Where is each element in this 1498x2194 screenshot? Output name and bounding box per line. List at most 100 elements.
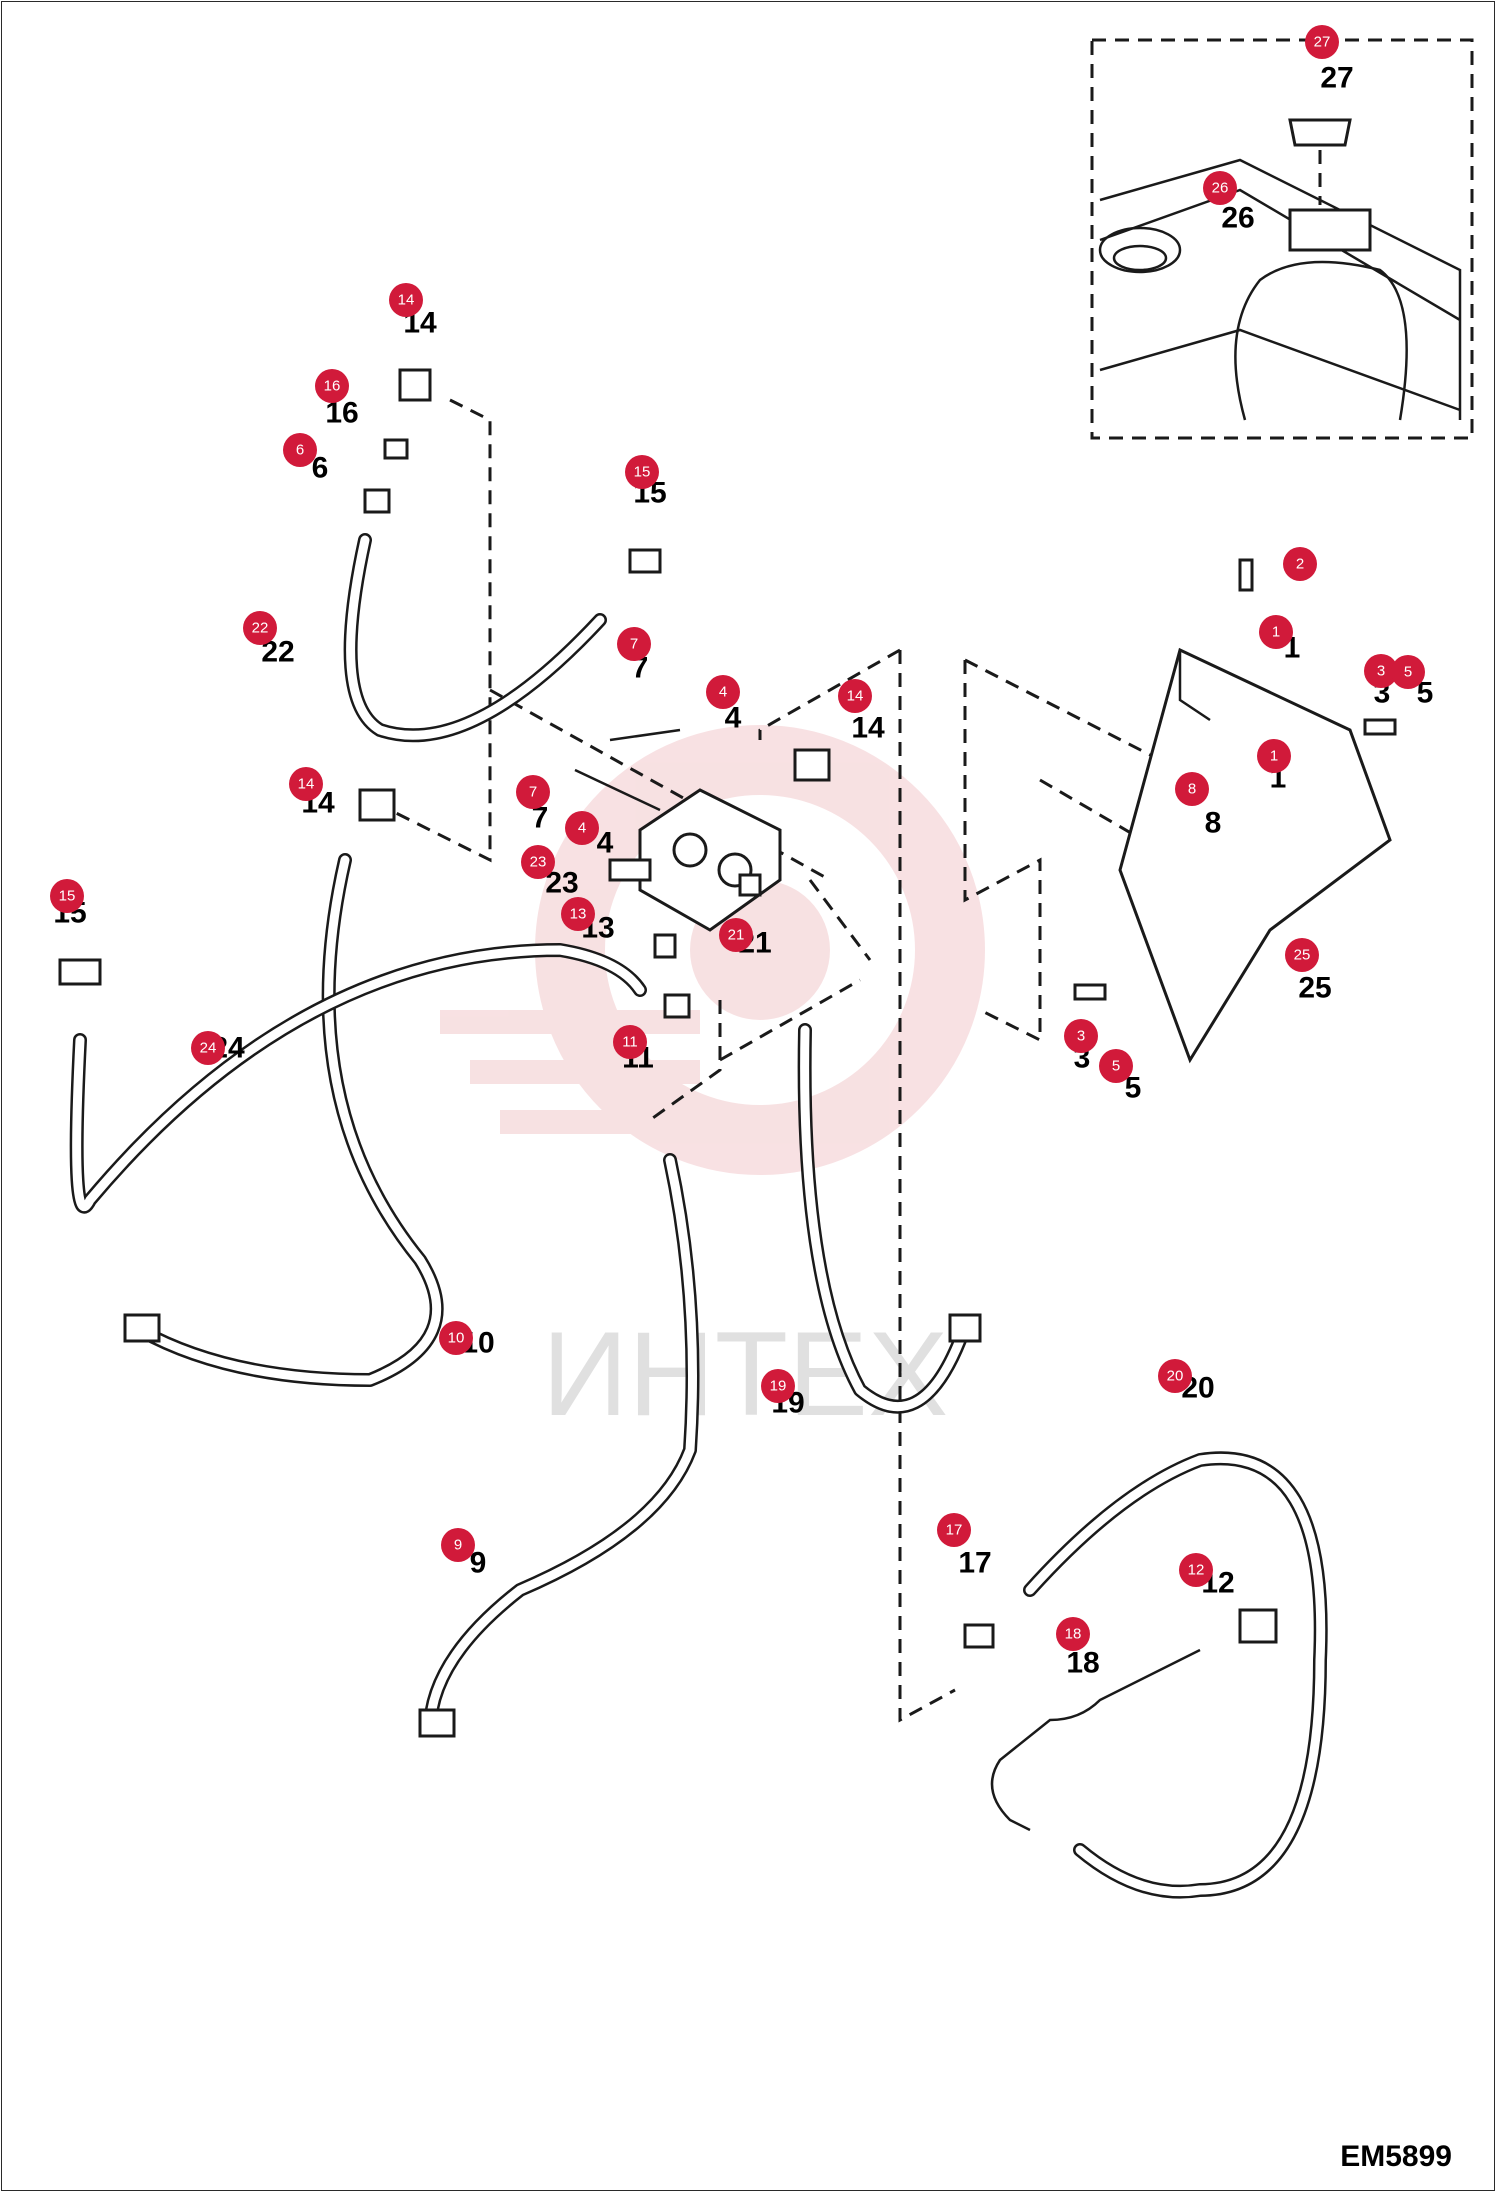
hose-22-outer: [343, 533, 607, 743]
callout-15-top[interactable]: 15: [625, 455, 659, 489]
part-label-17: 17: [958, 1547, 991, 1580]
callout-17[interactable]: 17: [937, 1513, 971, 1547]
callout-9[interactable]: 9: [441, 1528, 475, 1562]
dash-line-a: [389, 398, 492, 863]
callout-22[interactable]: 22: [243, 611, 277, 645]
callout-19[interactable]: 19: [761, 1369, 795, 1403]
elbow-14-top: [398, 368, 432, 402]
part-label-8: 8: [1205, 807, 1222, 840]
callout-5-upper[interactable]: 5: [1391, 655, 1425, 689]
callout-7-lower[interactable]: 7: [516, 775, 550, 809]
part-label-27: 27: [1320, 62, 1353, 95]
callout-14-center[interactable]: 14: [838, 679, 872, 713]
callout-20[interactable]: 20: [1158, 1359, 1192, 1393]
part-label-4-upper: 4: [725, 702, 742, 735]
inset-port-inner: [1112, 244, 1168, 272]
callout-12[interactable]: 12: [1179, 1553, 1213, 1587]
callout-1-lower[interactable]: 1: [1257, 739, 1291, 773]
callout-4-upper[interactable]: 4: [706, 675, 740, 709]
part-label-26: 26: [1221, 202, 1254, 235]
tube-18: [990, 1648, 1201, 1832]
fitting-17: [963, 1623, 995, 1649]
callout-21[interactable]: 21: [719, 918, 753, 952]
callout-26[interactable]: 26: [1203, 171, 1237, 205]
callout-18[interactable]: 18: [1056, 1617, 1090, 1651]
callout-10[interactable]: 10: [439, 1321, 473, 1355]
svg-text:22: 22: [252, 620, 269, 637]
callout-6[interactable]: 6: [283, 433, 317, 467]
part-label-4-lower: 4: [597, 827, 614, 860]
svg-text:19: 19: [770, 1378, 787, 1395]
callout-14-top[interactable]: 14: [389, 283, 423, 317]
fitting-11: [663, 993, 691, 1019]
dash-line-h: [719, 879, 872, 1062]
svg-text:4: 4: [578, 820, 586, 837]
svg-text:15: 15: [59, 888, 76, 905]
callout-5-lower[interactable]: 5: [1099, 1049, 1133, 1083]
callout-25[interactable]: 25: [1285, 938, 1319, 972]
dash-line-c: [898, 650, 956, 1723]
hose-24: [72, 945, 645, 1211]
callout-15-left[interactable]: 15: [50, 879, 84, 913]
elbow-14-left: [358, 788, 396, 822]
callout-4-lower[interactable]: 4: [565, 811, 599, 845]
svg-text:9: 9: [454, 1537, 462, 1554]
manifold-port-1: [672, 832, 708, 868]
elbow-14-center: [793, 748, 831, 782]
hose-9: [425, 1155, 697, 1735]
callouts: 27 26 14 16 6 15 22 7 4 14 2 1 3 5 1 8 1…: [50, 25, 1425, 1651]
dash-line-g: [649, 1000, 722, 1122]
callout-2[interactable]: 2: [1283, 547, 1317, 581]
svg-text:1: 1: [1272, 624, 1280, 641]
callout-16[interactable]: 16: [315, 369, 349, 403]
svg-text:3: 3: [1377, 663, 1385, 680]
hose-10-outer: [133, 853, 444, 1387]
svg-text:27: 27: [1314, 34, 1331, 51]
part-label-6: 6: [312, 452, 329, 485]
callout-3-lower[interactable]: 3: [1064, 1019, 1098, 1053]
manifold-mount: [608, 858, 652, 882]
svg-text:12: 12: [1188, 1562, 1205, 1579]
svg-text:14: 14: [298, 776, 315, 793]
dash-line-f: [964, 658, 1161, 852]
hose-20: [1025, 1454, 1326, 1897]
svg-text:2: 2: [1296, 556, 1304, 573]
callout-14-left[interactable]: 14: [289, 767, 323, 801]
bolt-7a: [609, 728, 681, 742]
callout-3-upper[interactable]: 3: [1364, 654, 1398, 688]
inset-port: [1098, 226, 1182, 274]
dash-line-e: [963, 660, 1042, 1043]
hoses: [69, 533, 1328, 1899]
svg-text:11: 11: [622, 1034, 638, 1051]
callout-27[interactable]: 27: [1305, 25, 1339, 59]
inset-border: [1090, 38, 1474, 440]
hose-22: [346, 535, 605, 740]
mounting-plate: [1073, 558, 1397, 1064]
watermark-stripe-3: [500, 1110, 700, 1134]
inset-clip: [1288, 118, 1352, 147]
svg-text:17: 17: [946, 1522, 963, 1539]
tee-15-left: [58, 958, 102, 986]
callout-24[interactable]: 24: [191, 1031, 225, 1065]
callout-23[interactable]: 23: [521, 845, 555, 879]
fitting-12: [1238, 1608, 1278, 1644]
plate-edge: [1178, 650, 1211, 722]
svg-text:25: 25: [1294, 947, 1311, 964]
callout-13[interactable]: 13: [561, 897, 595, 931]
svg-text:16: 16: [324, 378, 341, 395]
hose-10: [135, 855, 442, 1385]
fitting-13: [653, 933, 677, 959]
fittings: [58, 368, 1278, 1738]
callout-1-upper[interactable]: 1: [1259, 615, 1293, 649]
part-label-5-lower: 5: [1125, 1072, 1142, 1105]
plate-body: [1118, 647, 1392, 1064]
washer-21: [738, 873, 762, 897]
callout-7-upper[interactable]: 7: [617, 627, 651, 661]
svg-text:20: 20: [1167, 1368, 1184, 1385]
callout-11[interactable]: 11: [613, 1025, 647, 1059]
part-label-7-lower: 7: [532, 802, 549, 835]
callout-8[interactable]: 8: [1175, 772, 1209, 806]
inset-connector: [1288, 208, 1372, 252]
watermark-stripe-1: [440, 1010, 700, 1034]
